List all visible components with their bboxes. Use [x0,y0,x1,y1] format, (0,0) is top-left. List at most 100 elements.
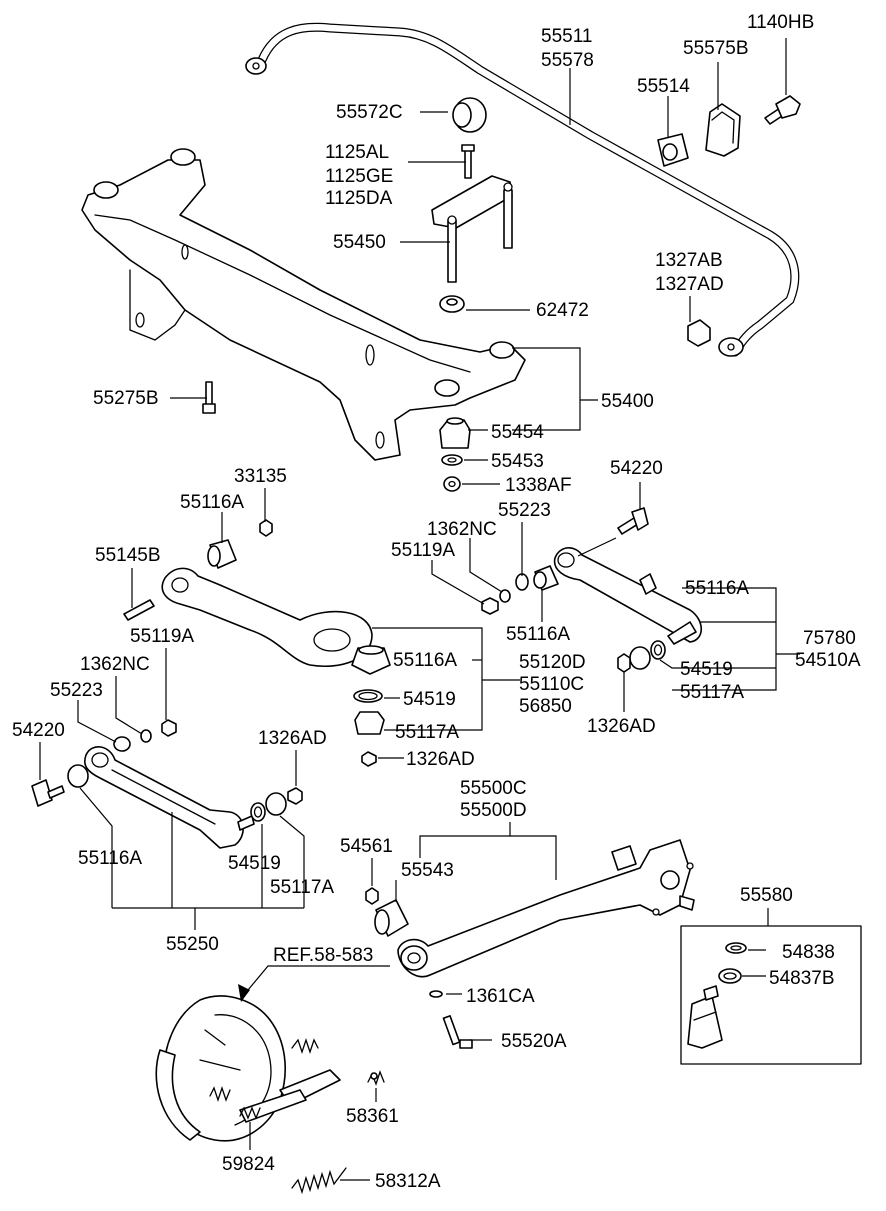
brake-assembly [155,995,341,1142]
ring-54519-left [250,802,266,822]
label-58312a: 58312A [375,1171,441,1192]
label-1125da: 1125DA [325,188,393,209]
label-1326ad-mid: 1326AD [406,749,475,770]
label-54837b: 54837B [769,968,835,989]
nut-1338af [443,476,461,492]
label-55117a-mid: 55117A [395,722,459,743]
label-54220-left: 54220 [12,720,65,741]
label-59824: 59824 [222,1154,275,1175]
nut-55119a-right [481,597,499,615]
nut-1362nc-left [140,729,152,743]
label-54519-left: 54519 [228,853,281,874]
label-55223-left: 55223 [50,680,103,701]
label-1125al: 1125AL [325,142,389,163]
nut-62472 [439,295,465,313]
cup-55117a-left [265,792,287,816]
control-arm-right [553,547,703,643]
bushing-55116a-upper-left [207,539,237,569]
nut-54561 [365,887,379,905]
label-54838: 54838 [782,942,835,963]
part-number-labels: 55511 55578 1140HB 55575B 55514 55572C 1… [12,12,861,1192]
label-55520a: 55520A [501,1031,567,1052]
nut-1327 [687,319,711,347]
nut-33135 [259,519,273,537]
label-55500c: 55500C [460,778,527,799]
leader-lines [39,38,800,1181]
spring-upper-brake [291,1037,319,1055]
label-55450: 55450 [333,232,386,253]
bolt-55275b [202,381,216,414]
label-55250: 55250 [166,934,219,955]
label-55223-right: 55223 [498,500,551,521]
label-54519-right: 54519 [680,659,733,680]
ring-54519-mid [353,689,383,703]
spring-58312a [291,1167,347,1195]
label-33135: 33135 [234,466,287,487]
adjuster-59824 [239,1106,261,1120]
label-55453: 55453 [491,451,544,472]
label-1326ad-top: 1326AD [258,728,327,749]
label-75780: 75780 [803,628,856,649]
label-55116a-top: 55116A [180,492,244,513]
nut-1326ad-mid [361,751,377,767]
spring-lower-brake [209,1085,231,1103]
cup-55117a-right [629,646,651,670]
label-55400: 55400 [601,391,654,412]
mount-55454 [439,417,471,449]
nut-1362nc-right [499,589,511,603]
label-55454: 55454 [491,422,544,443]
nut-1326ad-top [287,787,303,805]
bushing-55116a-left [67,764,89,788]
label-54561: 54561 [340,836,393,857]
label-55578: 55578 [541,50,594,71]
label-55110c: 55110C [519,674,584,695]
bushing-55116a-right [533,565,559,591]
label-ref-58-583: REF.58-583 [273,945,373,966]
bushing-55543 [374,899,409,937]
label-55119a-right: 55119A [391,540,455,561]
control-arm-upper-left [161,567,373,667]
label-55575b: 55575B [683,38,749,59]
stabilizer-bar [245,22,800,357]
label-54220-right: 54220 [610,458,663,479]
stabilizer-bushing-55572c [452,97,487,133]
ball-joint-upper-left [351,645,391,675]
washer-55223-left [113,736,131,752]
label-1326ad-right: 1326AD [587,716,656,737]
label-55116a-right-1: 55116A [685,578,749,599]
washer-55223-right [515,573,529,591]
label-1140hb: 1140HB [747,12,814,33]
spring-58361 [367,1070,385,1086]
label-55145b: 55145B [95,545,161,566]
label-55572c: 55572C [336,102,403,123]
bushing-55514 [657,133,689,167]
label-55500d: 55500D [460,800,527,821]
bolt-1125al [461,144,475,179]
label-55116a-mid: 55116A [393,650,457,671]
bolt-54220-right [617,507,649,535]
label-55119a-left: 55119A [130,626,194,647]
cup-55117a-mid [354,711,385,735]
nut-55119a-left [161,719,177,737]
label-1327ab: 1327AB [655,250,723,271]
clip-1361ca [429,990,443,998]
bracket-55575b [705,103,741,157]
trailing-arm-55500 [397,839,695,978]
bolt-55520a [442,1015,473,1049]
ball-stud-right [667,621,697,645]
label-55117a-right: 55117A [680,682,744,703]
ring-54519-right [650,640,666,660]
lateral-link-55250 [84,746,255,849]
bolt-1140hb [764,95,801,125]
label-55514: 55514 [637,76,690,97]
bolt-54220-left [31,779,65,807]
label-1125ge: 1125GE [325,166,393,187]
label-55116a-right-2: 55116A [506,624,570,645]
label-54510a: 54510A [795,650,861,671]
label-55511: 55511 [541,26,592,47]
label-54519-mid: 54519 [403,689,456,710]
label-55116a-left: 55116A [78,848,142,869]
label-58361: 58361 [346,1106,399,1127]
washer-55453 [441,454,463,466]
